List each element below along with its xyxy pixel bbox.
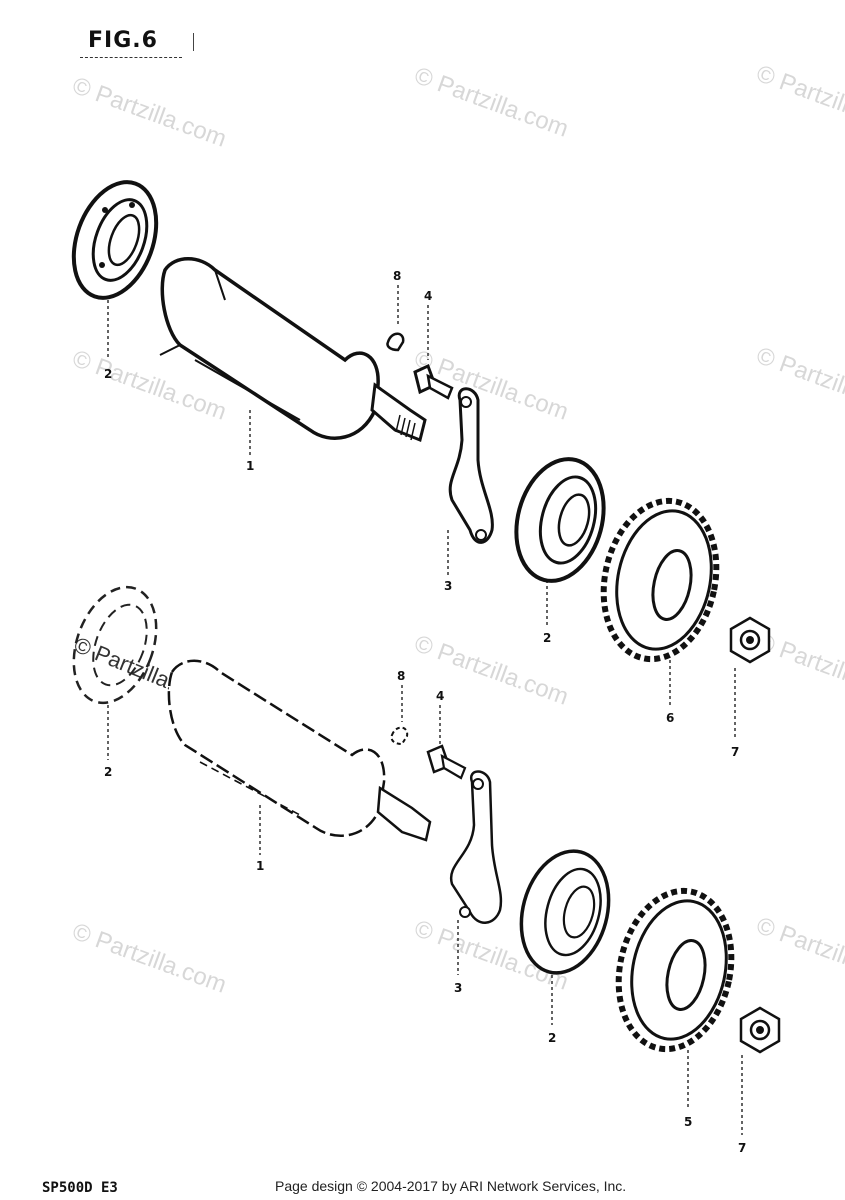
callout-3: 3 xyxy=(454,981,462,995)
bolt-4-upper xyxy=(413,363,454,400)
callout-7: 7 xyxy=(738,1141,746,1155)
callout-1: 1 xyxy=(256,859,264,873)
bearing-2-upper-left xyxy=(71,180,159,300)
bearing-2-lower-right xyxy=(519,849,611,975)
shaft-1-lower xyxy=(167,659,432,842)
callout-8: 8 xyxy=(397,669,405,683)
callout-4: 4 xyxy=(424,289,432,303)
callout-5: 5 xyxy=(684,1115,692,1129)
callout-2: 2 xyxy=(543,631,551,645)
callout-4: 4 xyxy=(436,689,444,703)
callout-2: 2 xyxy=(548,1031,556,1045)
sprocket-6-upper xyxy=(600,497,720,663)
figure-title-underline xyxy=(80,57,182,58)
plate-3-upper xyxy=(448,387,494,544)
plate-3-lower xyxy=(449,770,503,924)
footer-copyright: Page design © 2004-2017 by ARI Network S… xyxy=(275,1178,627,1194)
key-8-upper xyxy=(386,332,405,352)
callout-2: 2 xyxy=(104,765,112,779)
bearing-2-lower-left xyxy=(72,585,158,705)
figure-title-tick xyxy=(193,33,194,51)
key-8-lower xyxy=(390,726,409,746)
model-code: SP500D E3 xyxy=(42,1180,118,1196)
bolt-4-lower xyxy=(426,744,467,780)
callout-2: 2 xyxy=(104,367,112,381)
figure-title: FIG.6 xyxy=(88,28,158,53)
callout-8: 8 xyxy=(393,269,401,283)
callout-7: 7 xyxy=(731,745,739,759)
callout-3: 3 xyxy=(444,579,452,593)
callout-1: 1 xyxy=(246,459,254,473)
nut-7-upper xyxy=(729,616,771,664)
bearing-2-upper-right xyxy=(514,457,606,583)
nut-7-lower xyxy=(739,1006,781,1054)
upper-assembly: 2 1 8 4 3 2 6 7 xyxy=(71,180,771,759)
sprocket-5-lower xyxy=(615,887,735,1053)
callout-6: 6 xyxy=(666,711,674,725)
shaft-1-upper xyxy=(159,257,427,443)
lower-assembly: 2 1 8 4 3 2 5 7 xyxy=(72,585,781,1155)
